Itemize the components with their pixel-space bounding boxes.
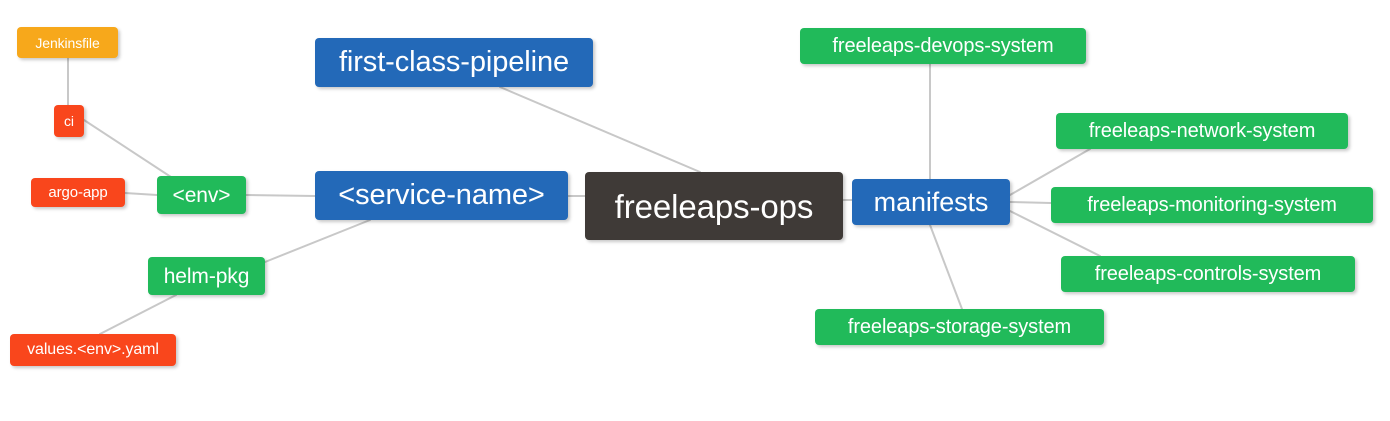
mindmap-node-freeleaps-controls-system[interactable]: freeleaps-controls-system [1061,256,1355,292]
mindmap-node-freeleaps-monitoring-system[interactable]: freeleaps-monitoring-system [1051,187,1373,223]
mindmap-node-helm-pkg[interactable]: helm-pkg [148,257,265,295]
edge-service-name-to-helm-pkg [264,219,371,263]
edge-manifests-to-freeleaps-storage-system [929,224,963,310]
mindmap-node-jenkinsfile[interactable]: Jenkinsfile [17,27,118,58]
mindmap-node-freeleaps-storage-system[interactable]: freeleaps-storage-system [815,309,1104,345]
mindmap-node-service-name[interactable]: <service-name> [315,171,568,220]
edge-argo-app-to-env [124,192,158,196]
edge-env-to-service-name [245,194,316,197]
mindmap-node-first-class-pipeline[interactable]: first-class-pipeline [315,38,593,87]
edge-first-class-pipeline-to-freeleaps-ops [499,86,701,173]
mindmap-node-ci[interactable]: ci [54,105,84,137]
mindmap-node-values-yaml[interactable]: values.<env>.yaml [10,334,176,366]
edge-manifests-to-freeleaps-monitoring-system [1009,201,1052,204]
mindmap-node-manifests[interactable]: manifests [852,179,1010,225]
mindmap-node-argo-app[interactable]: argo-app [31,178,125,207]
mindmap-node-env[interactable]: <env> [157,176,246,214]
mindmap-node-freeleaps-network-system[interactable]: freeleaps-network-system [1056,113,1348,149]
mindmap-node-freeleaps-ops[interactable]: freeleaps-ops [585,172,843,240]
edge-helm-pkg-to-values-yaml [99,294,177,335]
mindmap-node-freeleaps-devops-system[interactable]: freeleaps-devops-system [800,28,1086,64]
